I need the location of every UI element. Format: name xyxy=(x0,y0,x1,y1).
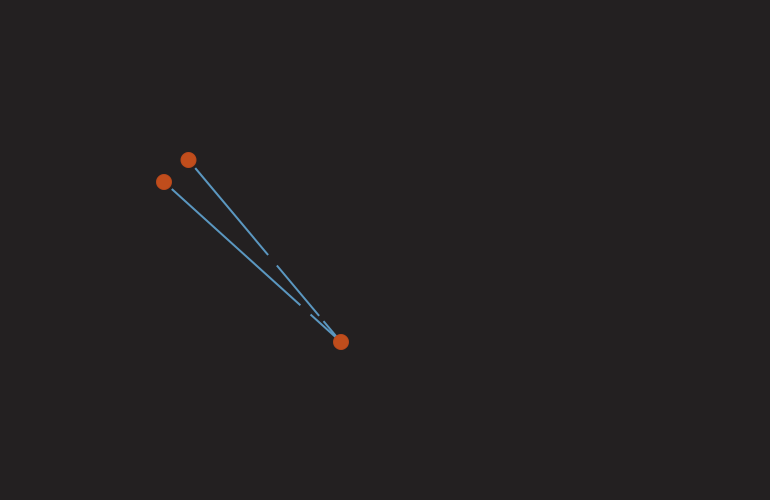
edges-layer xyxy=(171,167,342,343)
edge-b-hub xyxy=(171,188,342,343)
node-b[interactable] xyxy=(156,174,172,190)
edge-b-hub-segment xyxy=(171,188,302,307)
edge-a-hub-segment xyxy=(194,167,269,256)
edge-a-hub-segment xyxy=(276,264,320,317)
node-a[interactable] xyxy=(180,152,197,168)
nodes-layer xyxy=(156,152,349,350)
edge-a-hub xyxy=(194,167,342,343)
node-hub[interactable] xyxy=(333,334,349,350)
